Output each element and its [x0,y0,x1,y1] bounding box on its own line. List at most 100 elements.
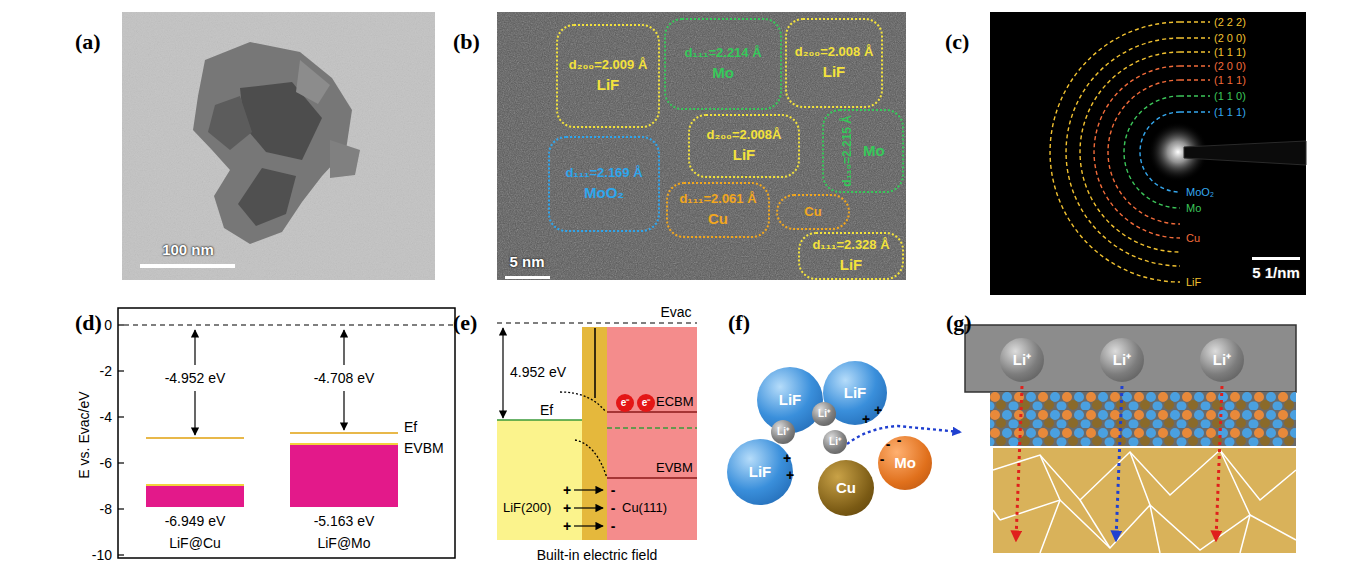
cu-sphere: Cu [818,460,874,516]
charge-sign: - [611,518,616,534]
sample-name: LiF@Cu [169,535,221,551]
mo-sphere: Mo [878,436,932,490]
node-text: LiF [597,76,620,93]
energy-value: -4.708 eV [314,370,375,386]
level-label: Ef [540,402,553,418]
energy-plot [118,308,455,558]
node-text: Li⁺ [829,436,841,448]
charge-sign: - [611,482,616,498]
tick-label: -4 [100,409,112,425]
level-label: Ef [404,419,417,435]
scale-label: 5 nm [509,253,544,270]
lattice-region: d₂₀₀=2.008 ÅLiF [785,18,884,108]
sample-name: LiF@Mo [317,535,370,551]
node-text: d₂₀₀=2.008 Å [795,45,874,60]
panel-letter: (d) [75,310,102,335]
charge-sign: - [611,500,616,516]
charge-sign: + [563,482,571,498]
panel-letter: (f) [728,310,750,335]
lattice-region: d₂₀₀=2.008Å LiF [688,114,800,178]
ring-index: (2 2 2) [1214,16,1246,29]
node-text: d₁₁₁=2.061 Å [679,192,756,207]
node-text: LiF [844,384,867,401]
tick-label: -8 [100,501,112,517]
node-text: d₂₀₀=2.009 Å [569,58,648,73]
ring-index: (1 1 1) [1214,46,1246,59]
lattice-region: Cu [776,194,850,230]
panel-letter: (a) [75,29,101,54]
ring-index: (2 0 0) [1214,60,1246,73]
lattice-region: d₁₁₁=2.169 Å MoO₂ [548,136,660,232]
tick-label: 0 [104,317,112,333]
hrtem-image [497,12,906,280]
energy-value: -4.952 eV [165,370,226,386]
node-text: Li⁺ [1013,351,1031,368]
ring-index: (1 1 1) [1214,106,1246,119]
phase-label: LiF [1186,276,1201,289]
interface-side: LiF(200) [503,501,551,516]
li-ion: Li⁺ [1000,338,1044,382]
li-ion: Li⁺ [812,402,836,426]
node-text: LiF [749,463,772,480]
ring-index: (1 1 1) [1214,74,1246,87]
panel-letter: (e) [453,310,477,335]
li-ion: Li⁺ [1100,338,1144,382]
ring-index: (1 1 0) [1214,90,1246,103]
node-text: Mo [712,64,734,81]
node-text: Cu [836,479,856,496]
band-diagram [497,323,697,540]
node-text: Li⁺ [1113,351,1131,368]
node-text: Li⁺ [818,408,830,420]
lattice-region: d₁₁₁=2.328 Å LiF [798,232,904,280]
lif-sphere: LiF [727,439,793,505]
tick-label: -10 [92,547,112,563]
panel-letter: (c) [945,29,969,54]
node-text: MoO₂ [584,184,624,201]
tick-label: -2 [100,363,112,379]
li-ion: Li⁺ [1200,338,1244,382]
li-ion: Li⁺ [771,420,795,444]
node-text: e⁻ [642,397,651,409]
node-text: d₁₁₁=2.328 Å [812,238,889,253]
panel-letter: (g) [946,310,972,335]
electron-dot: e⁻ [637,394,655,412]
panel-letter: (b) [453,29,480,54]
scale-label: 5 1/nm [1252,264,1300,281]
phase-label: MoO₂ [1186,186,1214,199]
node-text: LiF [733,146,756,163]
node-text: d₁₁₁=2.169 Å [565,166,642,181]
energy-value: 4.952 eV [510,364,566,380]
lattice-region: d₁₁₁=2.061 ÅCu [666,182,770,238]
tick-label: -6 [100,455,112,471]
charge-sign: + [563,500,571,516]
level-label: EVBM [656,461,693,476]
deposition-schematic [965,325,1296,553]
node-text: Li⁺ [777,426,789,438]
saed-pattern [990,12,1306,295]
node-text: e⁻ [621,397,630,409]
interface-side: Cu(111) [622,501,667,516]
lattice-region: d₁₁₀=2.215 ÅMo [822,109,904,193]
phase-label: Mo [1186,202,1201,215]
tem-image [122,12,435,280]
node-text: Cu [804,205,821,220]
node-text: d₁₁₀=2.215 Å [841,115,855,187]
axis-title: E vs. Evac/eV [76,391,92,478]
level-label: Evac [660,304,691,320]
level-label: ECBM [656,395,694,410]
energy-value: -5.163 eV [314,513,375,529]
charge-sign: + [563,518,571,534]
node-text: Li⁺ [1213,351,1231,368]
node-text: d₂₀₀=2.008Å [707,128,782,143]
panel-caption: Built-in electric field [537,547,658,563]
ring-index: (2 0 0) [1214,32,1246,45]
node-text: d₁₁₁=2.214 Å [684,46,761,61]
node-text: LiF [779,391,802,408]
level-label: EVBM [404,440,444,456]
scale-label: 100 nm [162,241,214,258]
node-text: LiF [840,256,863,273]
electron-dot: e⁻ [616,394,634,412]
